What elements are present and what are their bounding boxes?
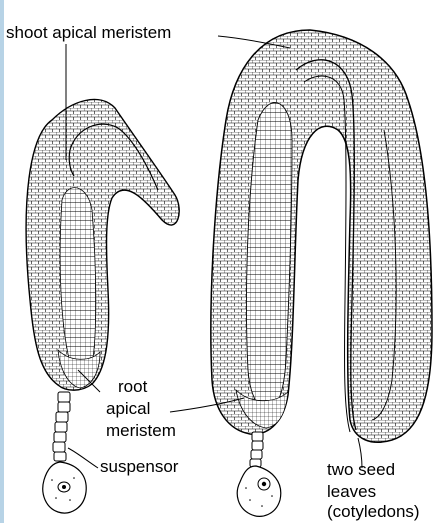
label-root-line1: root [118, 377, 147, 397]
small-embryo [26, 99, 179, 390]
label-seed-line1: two seed [327, 460, 395, 480]
label-suspensor: suspensor [100, 457, 178, 477]
label-seed-line3: (cotyledons) [327, 502, 420, 522]
label-shoot-apical-meristem: shoot apical meristem [6, 23, 171, 43]
large-suspensor [250, 432, 263, 467]
large-basal-cell [237, 466, 281, 516]
label-root-line2: apical [106, 399, 150, 419]
large-embryo [211, 30, 432, 442]
label-root-line3: meristem [106, 421, 176, 441]
small-basal-cell [43, 462, 86, 513]
label-seed-line2: leaves [327, 482, 376, 502]
small-embryo-body [26, 99, 179, 390]
large-embryo-outline [211, 30, 432, 442]
small-suspensor [53, 392, 70, 461]
